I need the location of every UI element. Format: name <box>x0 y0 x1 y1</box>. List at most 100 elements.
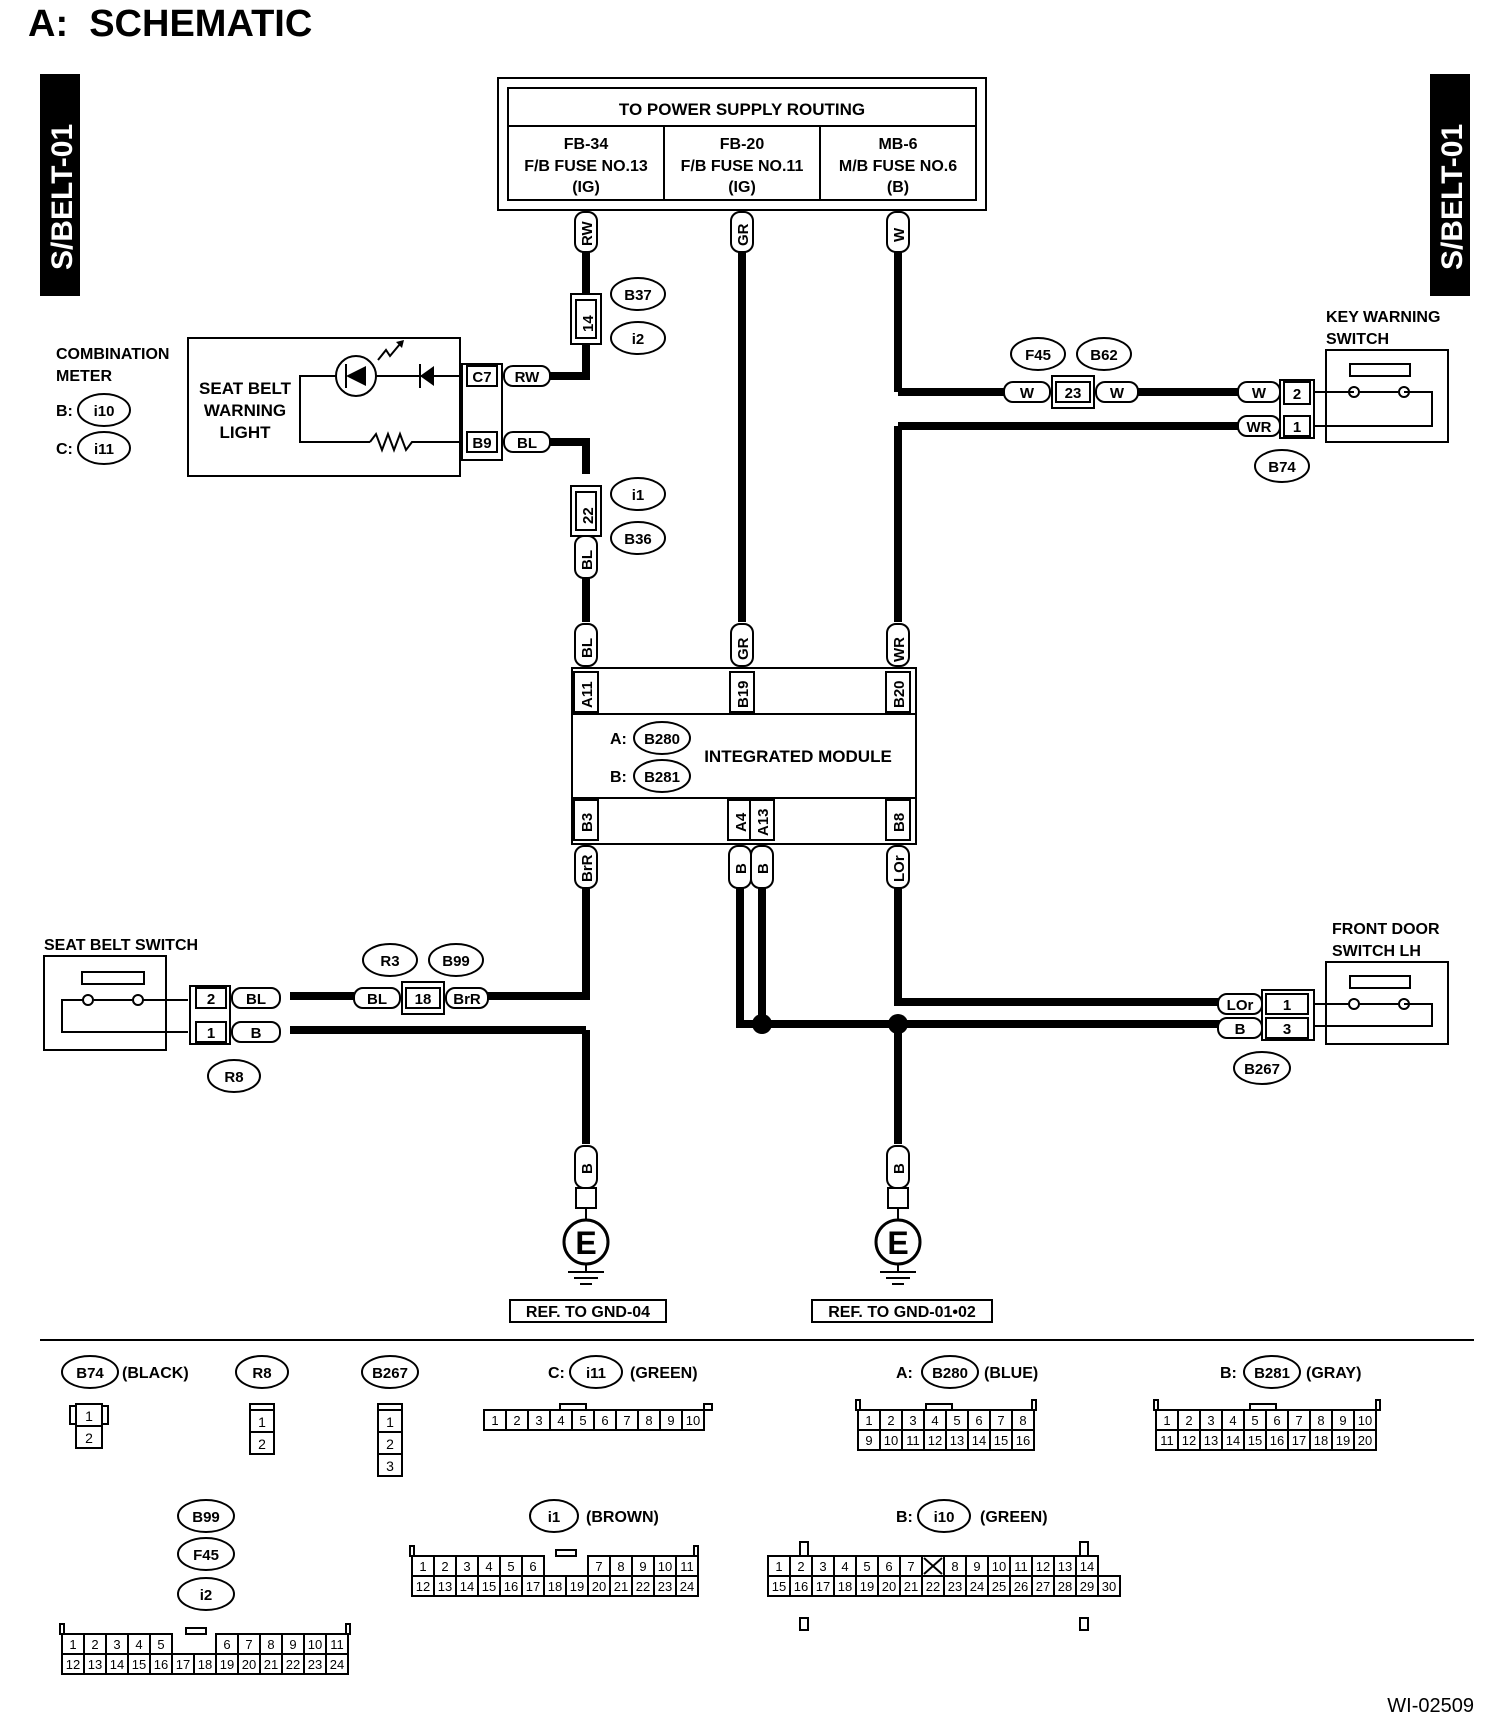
fuse-3-type: (B) <box>887 179 909 196</box>
pin-number: 13 <box>1058 1559 1072 1574</box>
pin-cell <box>1011 1429 1035 1451</box>
svg-text:S/BELT-01: S/BELT-01 <box>46 124 79 270</box>
seat-belt-switch-title: SEAT BELT SWITCH <box>44 937 198 954</box>
pin-number: 16 <box>154 1657 168 1672</box>
svg-text:i10: i10 <box>934 1509 955 1526</box>
svg-text:2: 2 <box>258 1436 266 1452</box>
pin-number: 1 <box>419 1559 426 1574</box>
wire-label-bl-upper: BL <box>579 550 596 570</box>
pin-b3: B3 <box>579 813 596 832</box>
pin-number: 10 <box>1358 1413 1372 1428</box>
wire-label-gr: GR <box>735 223 752 246</box>
front-door-switch-lh: FRONT DOOR SWITCH LH 1 3 LOr B B267 <box>1217 921 1449 1085</box>
connector-view-r8: R8 1 2 <box>235 1355 289 1455</box>
pin-number: 16 <box>1270 1433 1284 1448</box>
pin-number: 3 <box>463 1559 470 1574</box>
pin-number: 20 <box>1358 1433 1372 1448</box>
pin-number: 15 <box>772 1579 786 1594</box>
diode-icon <box>419 364 434 388</box>
figure-id: WI-02509 <box>1387 1695 1474 1717</box>
pin-number: 16 <box>794 1579 808 1594</box>
conn-label-b267: B267 <box>1244 1061 1280 1078</box>
pin-number: 5 <box>507 1559 514 1574</box>
svg-text:R8: R8 <box>252 1365 271 1382</box>
pin-number: 21 <box>904 1579 918 1594</box>
conn-label-b99: B99 <box>442 953 470 970</box>
svg-text:F45: F45 <box>193 1547 219 1564</box>
side-tag-left: S/BELT-01 <box>40 74 80 296</box>
pin-number: 2 <box>1185 1413 1192 1428</box>
pin-number: 6 <box>223 1637 230 1652</box>
pin-number: 12 <box>1036 1559 1050 1574</box>
pin-number: 26 <box>1014 1579 1028 1594</box>
svg-text:B:: B: <box>1220 1365 1237 1382</box>
svg-text:3: 3 <box>386 1458 394 1474</box>
joint-connector-23: W 23 W F45 B62 <box>1003 337 1139 409</box>
pin-number: 11 <box>1014 1559 1028 1574</box>
pin-number: 29 <box>1080 1579 1094 1594</box>
pin-number: 17 <box>176 1657 190 1672</box>
warning-lamp-icon <box>335 340 404 397</box>
pin-number: 7 <box>907 1559 914 1574</box>
pin-number: 3 <box>113 1637 120 1652</box>
pin-cell <box>1097 1575 1121 1597</box>
joint-connector-14: 14 B37 i2 <box>570 277 666 355</box>
pin-b19: B19 <box>735 680 752 708</box>
pin-number: 23 <box>308 1657 322 1672</box>
pin-c7: C7 <box>472 369 491 386</box>
pin-number: 2 <box>797 1559 804 1574</box>
svg-text:(GREEN): (GREEN) <box>630 1365 698 1382</box>
pin-number: 27 <box>1036 1579 1050 1594</box>
wire-label-bl-meter: BL <box>517 435 537 452</box>
pin-number: 13 <box>950 1433 964 1448</box>
wire-label-wr-module: WR <box>891 637 908 662</box>
pin-number: 7 <box>595 1559 602 1574</box>
front-door-pin-1: 1 <box>1283 997 1291 1014</box>
ground-ref-1: REF. TO GND-04 <box>526 1304 650 1321</box>
pin-number: 23 <box>658 1579 672 1594</box>
warning-light-label-3: LIGHT <box>220 423 272 442</box>
pin-number: 8 <box>617 1559 624 1574</box>
svg-text:(BROWN): (BROWN) <box>586 1509 659 1526</box>
fuse-1-id: FB-34 <box>564 136 609 153</box>
pin-number: 1 <box>69 1637 76 1652</box>
pin-number: 13 <box>88 1657 102 1672</box>
svg-text:B281: B281 <box>1254 1365 1290 1382</box>
pin-number: 17 <box>816 1579 830 1594</box>
key-switch-pin-1: 1 <box>1293 419 1301 436</box>
svg-text:1: 1 <box>258 1414 266 1430</box>
pin-cell <box>1353 1429 1377 1451</box>
power-supply-routing-box: TO POWER SUPPLY ROUTING FB-34 F/B FUSE N… <box>497 77 987 211</box>
svg-text:S/BELT-01: S/BELT-01 <box>1436 124 1469 270</box>
svg-text:W: W <box>1110 385 1125 402</box>
pin-number: 7 <box>245 1637 252 1652</box>
svg-text:BrR: BrR <box>453 991 481 1008</box>
combination-meter-title-2: METER <box>56 368 112 385</box>
pin-number: 3 <box>535 1413 542 1428</box>
ground-2: E REF. TO GND-01•02 <box>811 1187 993 1323</box>
svg-text:(BLACK): (BLACK) <box>122 1365 189 1382</box>
pin-number: 9 <box>639 1559 646 1574</box>
conn-label-b280: B280 <box>644 731 680 748</box>
conn-label-b37: B37 <box>624 287 652 304</box>
fuse-1-name: F/B FUSE NO.13 <box>524 158 648 175</box>
seat-belt-switch-pin-1: 1 <box>207 1025 215 1042</box>
fuse-2-name: F/B FUSE NO.11 <box>681 158 804 175</box>
fuse-2-id: FB-20 <box>720 136 765 153</box>
pin-number: 20 <box>592 1579 606 1594</box>
pin-number: 15 <box>482 1579 496 1594</box>
svg-text:W: W <box>1252 385 1267 402</box>
pin-number: 7 <box>997 1413 1004 1428</box>
pin-number: 5 <box>863 1559 870 1574</box>
svg-text:i11: i11 <box>586 1365 606 1382</box>
pin-number: 19 <box>570 1579 584 1594</box>
conn-label-r3: R3 <box>380 953 399 970</box>
pin-number: 22 <box>286 1657 300 1672</box>
svg-text:23: 23 <box>1065 385 1082 402</box>
svg-text:BL: BL <box>367 991 387 1008</box>
